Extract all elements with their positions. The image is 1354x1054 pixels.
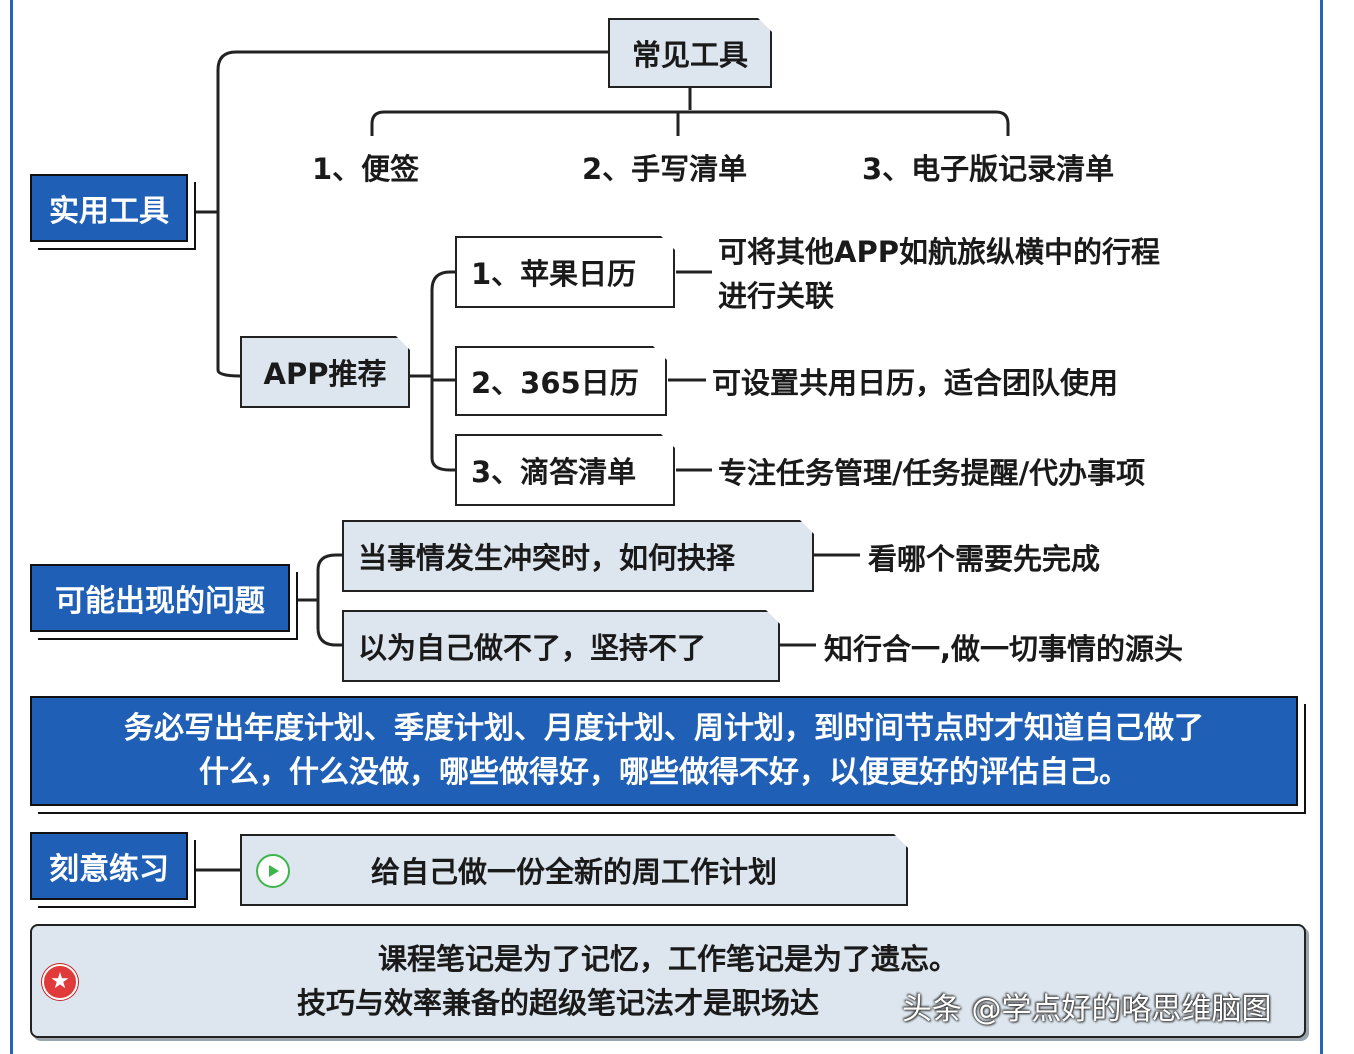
app-item-box: 2、365日历: [455, 346, 667, 416]
app-item-desc: 可将其他APP如航旅纵横中的行程 进行关联: [718, 230, 1160, 318]
app-item-desc: 专注任务管理/任务提醒/代办事项: [718, 456, 1146, 490]
problem-question: 以为自己做不了，坚持不了: [358, 631, 707, 665]
app-item-desc: 可设置共用日历，适合团队使用: [712, 366, 1119, 400]
problem-answer: 看哪个需要先完成: [868, 542, 1101, 576]
app-item-name: 1、苹果日历: [471, 257, 637, 291]
planning-banner: 务必写出年度计划、季度计划、月度计划、周计划，到时间节点时才知道自己做了 什么，…: [30, 696, 1298, 806]
problem-answer: 知行合一,做一切事情的源头: [824, 632, 1184, 666]
app-recommend-title: APP推荐: [263, 357, 387, 391]
problem-question-box: 以为自己做不了，坚持不了: [342, 610, 780, 682]
common-tool-item: 2、手写清单: [582, 152, 748, 186]
section-label-problems: 可能出现的问题: [30, 564, 290, 632]
app-item-name: 3、滴答清单: [471, 455, 637, 489]
notes-box: 课程笔记是为了记忆，工作笔记是为了遗忘。 技巧与效率兼备的超级笔记法才是职场达: [30, 924, 1306, 1038]
section-label-problems-text: 可能出现的问题: [55, 584, 265, 619]
notes-line: 课程笔记是为了记忆，工作笔记是为了遗忘。: [377, 942, 958, 976]
planning-banner-line: 什么，什么没做，哪些做得好，哪些做得不好，以便更好的评估自己。: [199, 755, 1129, 790]
practice-task: 给自己做一份全新的周工作计划: [370, 855, 777, 889]
common-tools-box: 常见工具: [608, 18, 772, 88]
star-icon: ★: [42, 964, 78, 1000]
play-icon[interactable]: [256, 854, 290, 888]
problem-question-box: 当事情发生冲突时，如何抉择: [342, 520, 814, 592]
frame-right-line: [1320, 0, 1323, 1054]
problem-question: 当事情发生冲突时，如何抉择: [358, 541, 736, 575]
app-item-box: 1、苹果日历: [455, 236, 675, 308]
section-label-practice-text: 刻意练习: [49, 852, 169, 887]
notes-line: 技巧与效率兼备的超级笔记法才是职场达: [296, 986, 819, 1020]
app-item-name: 2、365日历: [471, 366, 639, 400]
frame-left-line: [10, 0, 13, 1054]
section-label-tools-text: 实用工具: [49, 194, 169, 229]
app-item-desc-line: 可将其他APP如航旅纵横中的行程: [718, 235, 1160, 269]
practice-task-box: 给自己做一份全新的周工作计划: [240, 834, 908, 906]
common-tool-item: 1、便签: [312, 152, 420, 186]
section-label-practice: 刻意练习: [30, 832, 188, 900]
watermark: 头条 @学点好的咯思维脑图: [902, 992, 1272, 1027]
app-recommend-box: APP推荐: [240, 336, 410, 408]
app-item-box: 3、滴答清单: [455, 434, 675, 506]
common-tool-item: 3、电子版记录清单: [862, 152, 1115, 186]
planning-banner-line: 务必写出年度计划、季度计划、月度计划、周计划，到时间节点时才知道自己做了: [124, 711, 1204, 746]
app-item-desc-line: 进行关联: [718, 279, 835, 313]
section-label-tools: 实用工具: [30, 174, 188, 242]
common-tools-title: 常见工具: [631, 38, 748, 72]
